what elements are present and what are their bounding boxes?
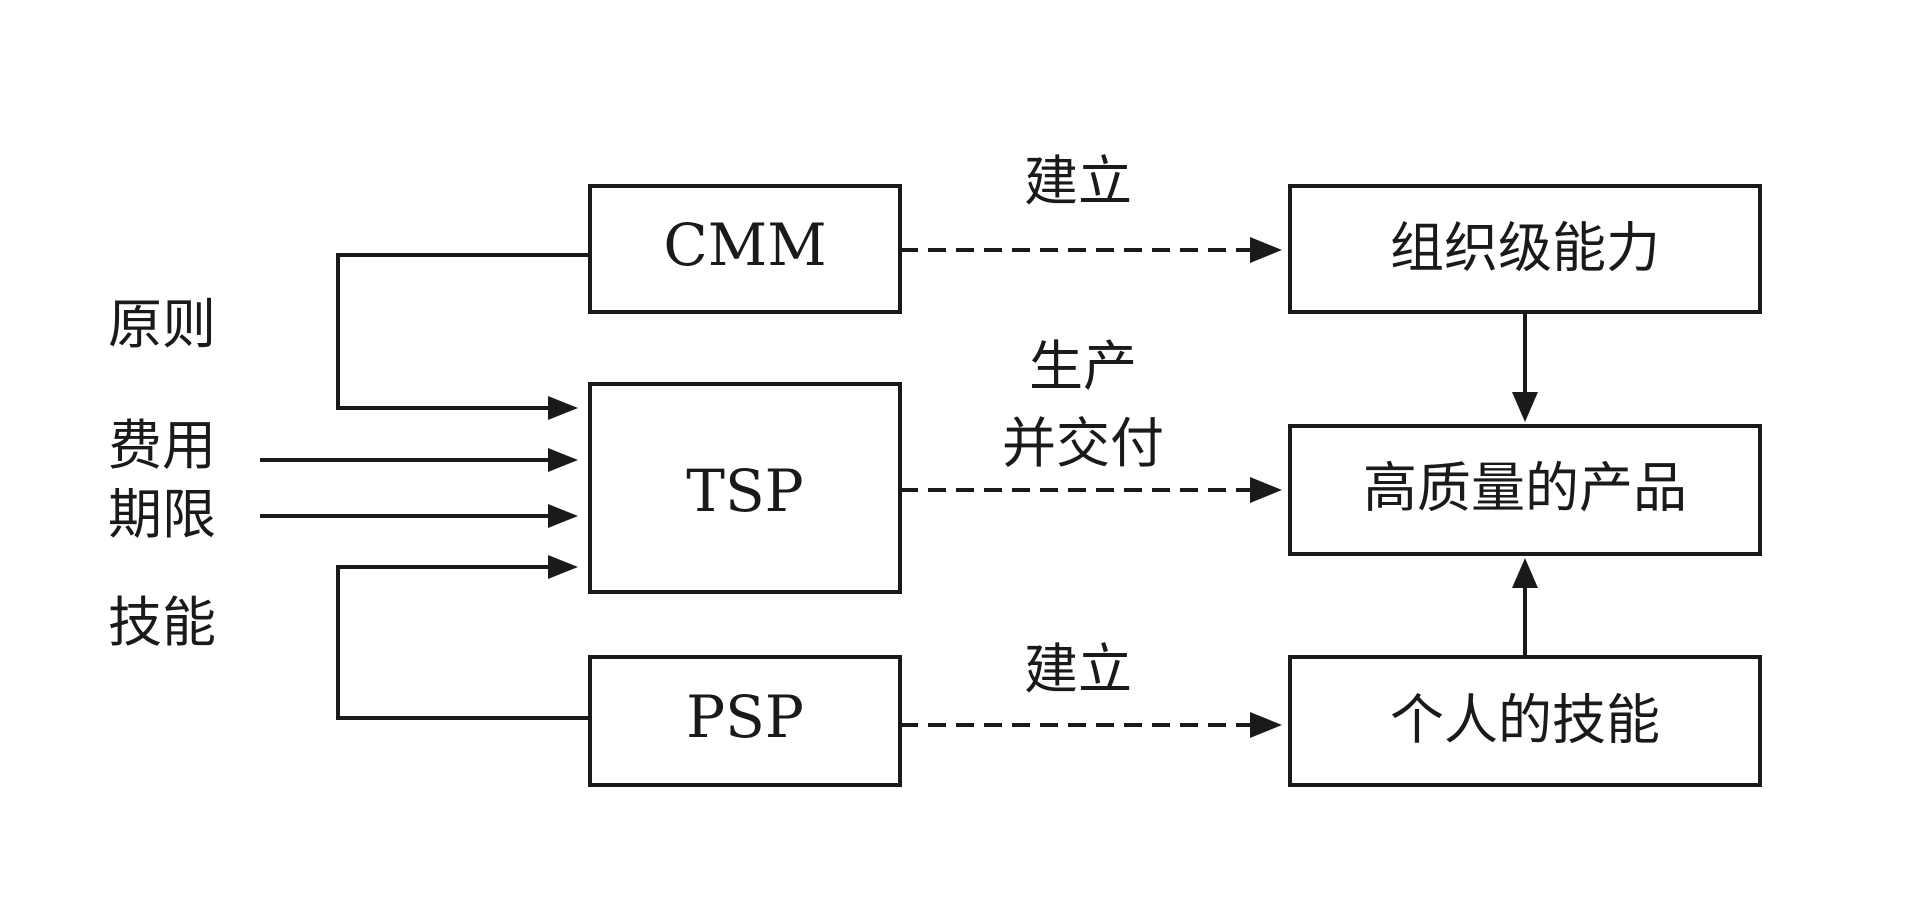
psp-to-tsp-connector bbox=[336, 565, 590, 720]
org-capability-box bbox=[1288, 184, 1762, 314]
psp-to-tsp-arrowhead bbox=[548, 555, 578, 579]
tsp-box bbox=[588, 382, 902, 594]
quality-product-box bbox=[1288, 424, 1762, 556]
cmm-to-tsp-connector bbox=[336, 253, 590, 410]
cmm-label: CMM bbox=[663, 211, 826, 279]
cmm-to-org-label: 建立 bbox=[1024, 150, 1132, 213]
psp-label: PSP bbox=[686, 683, 804, 751]
psp-to-skill-label: 建立 bbox=[1024, 638, 1132, 701]
input-cost-label: 费用 bbox=[108, 414, 216, 477]
personal-skill-label: 个人的技能 bbox=[1390, 689, 1660, 752]
cmm-to-tsp-arrowhead bbox=[548, 396, 578, 420]
cost-input-arrowhead bbox=[548, 448, 578, 472]
tsp-to-product-label-line2: 并交付 bbox=[1002, 412, 1164, 475]
quality-product-label: 高质量的产品 bbox=[1363, 457, 1687, 520]
personal-skill-box bbox=[1288, 655, 1762, 787]
tsp-to-product-arrowhead bbox=[1250, 477, 1282, 503]
input-skill-label: 技能 bbox=[108, 591, 216, 654]
skill-to-product-arrowhead bbox=[1512, 558, 1538, 588]
input-principle-label: 原则 bbox=[108, 293, 216, 356]
cmm-to-org-arrowhead bbox=[1250, 237, 1282, 263]
tsp-label: TSP bbox=[686, 457, 803, 525]
input-deadline-label: 期限 bbox=[108, 483, 216, 546]
psp-to-skill-arrowhead bbox=[1250, 712, 1282, 738]
org-to-product-arrowhead bbox=[1512, 392, 1538, 422]
deadline-input-arrowhead bbox=[548, 504, 578, 528]
cmm-box bbox=[588, 184, 902, 314]
psp-box bbox=[588, 655, 902, 787]
tsp-to-product-label-line1: 生产 bbox=[1029, 335, 1137, 398]
org-capability-label: 组织级能力 bbox=[1390, 217, 1660, 280]
